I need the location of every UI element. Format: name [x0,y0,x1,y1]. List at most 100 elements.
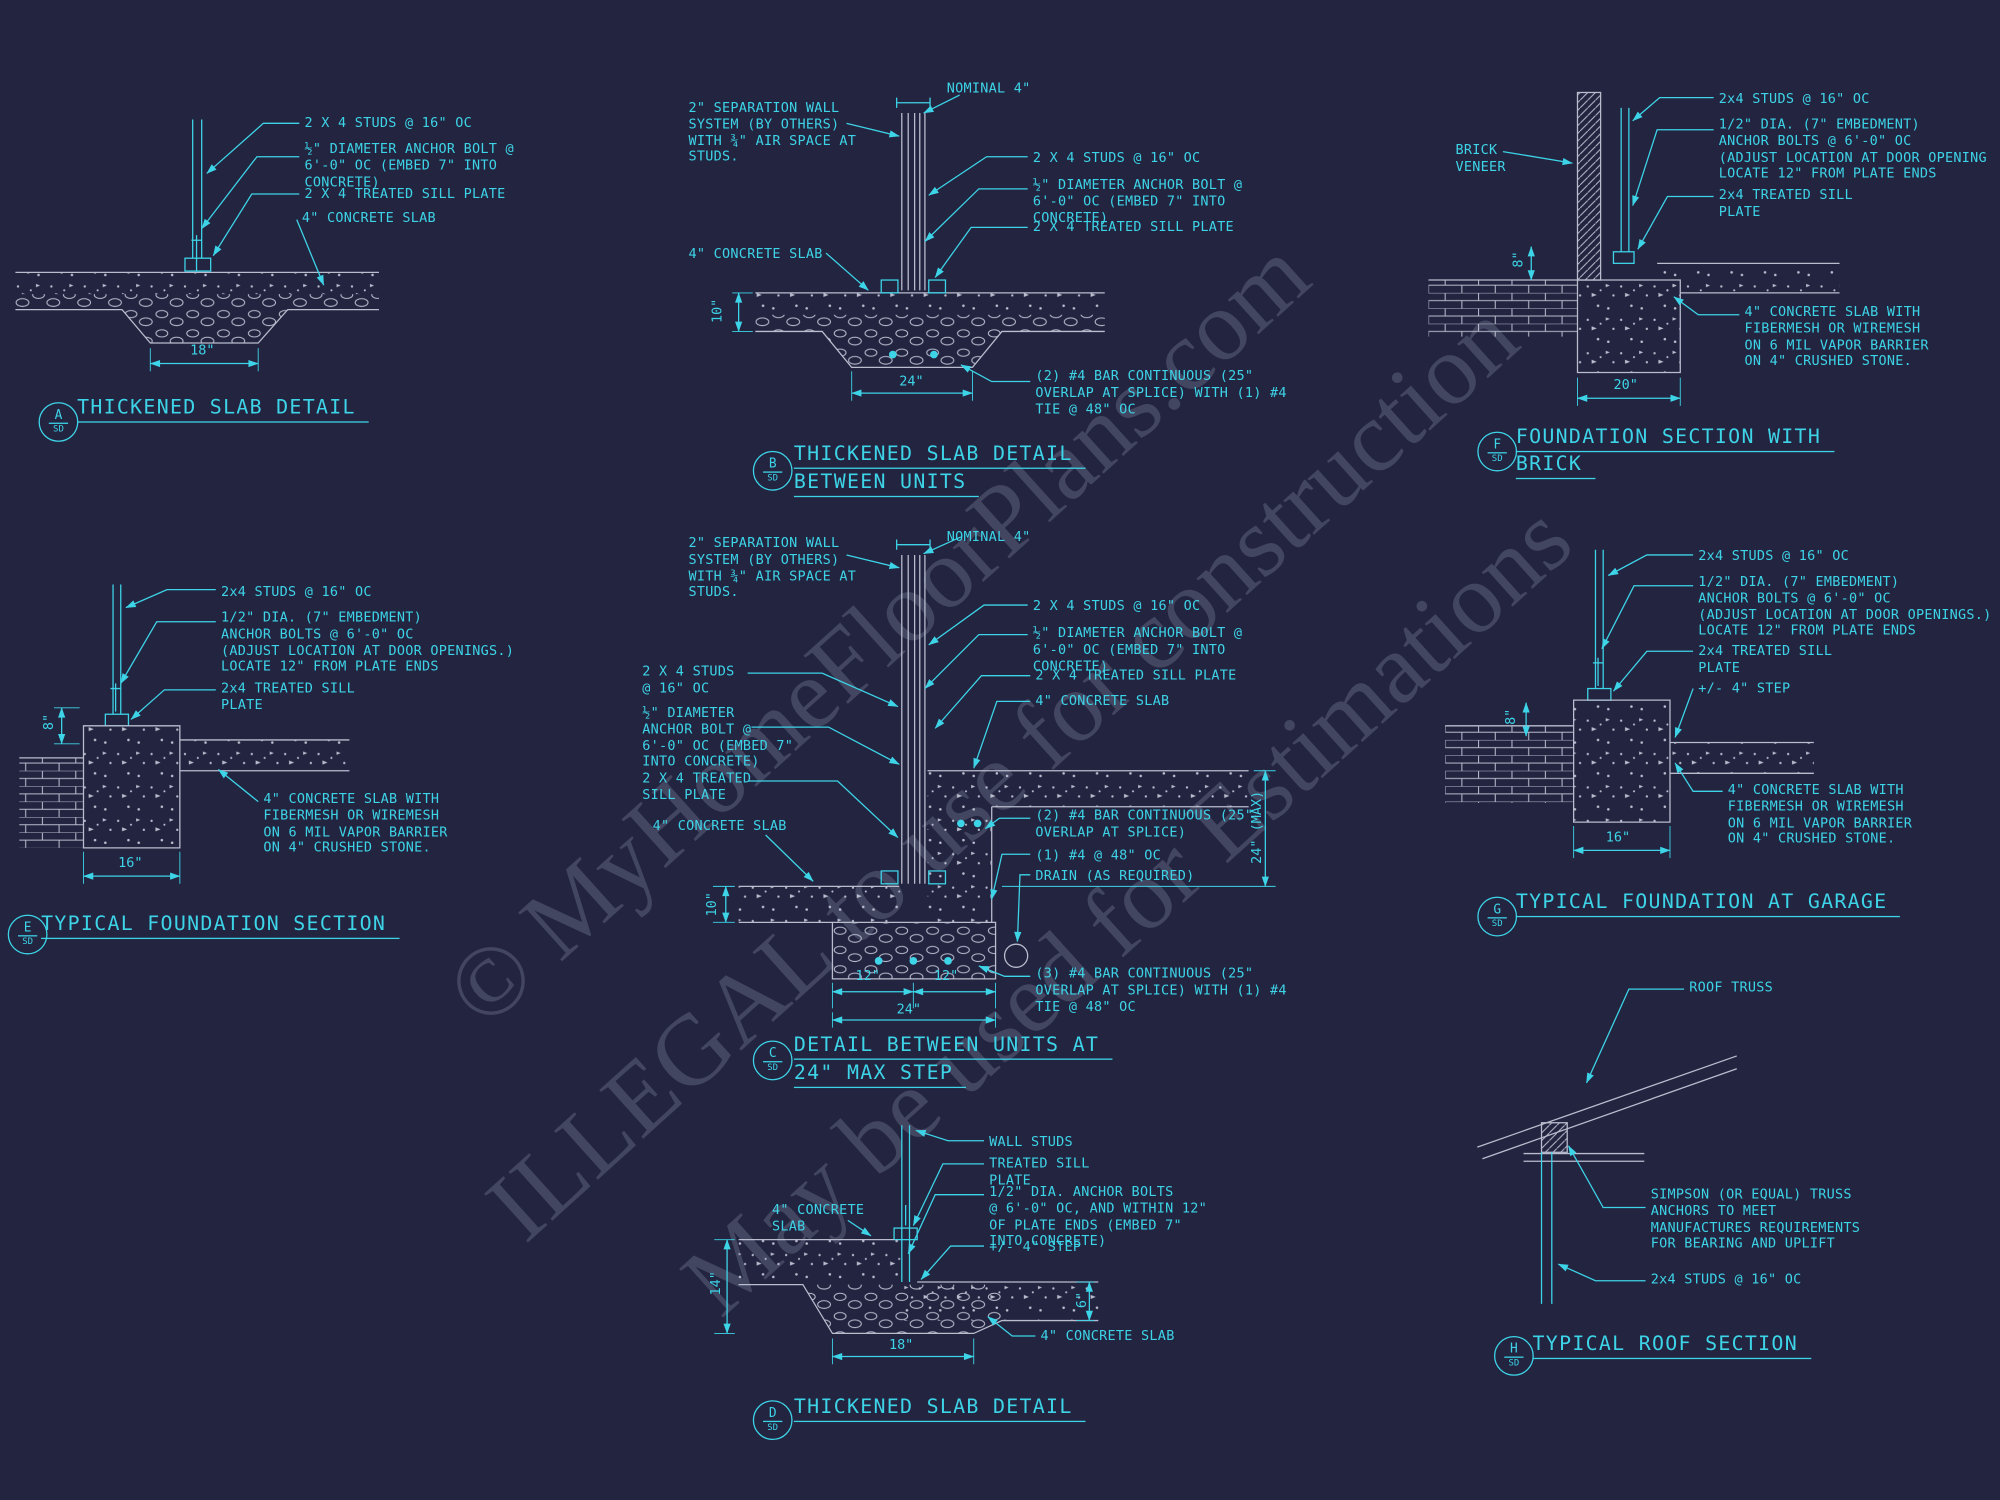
callout-f-brick-veneer: BRICK VENEER [1455,142,1506,175]
dim-f-width: 20" [1613,377,1638,394]
detail-g-badge-sub: SD [1491,918,1503,930]
callout-d-anchor-bolt: 1/2" DIA. ANCHOR BOLTS @ 6'-0" OC, AND W… [989,1184,1207,1250]
dim-g-width: 16" [1605,829,1631,846]
detail-c-badge-sub: SD [767,1062,779,1073]
callout-c-studs-right: 2 X 4 STUDS @ 16" OC [1032,598,1201,615]
detail-d-badge: D SD [752,1400,793,1441]
detail-d-title: THICKENED SLAB DETAIL [793,1395,1086,1423]
dim-c-width24: 24" [896,1001,922,1018]
detail-f-title-line1: FOUNDATION SECTION WITH [1515,425,1834,453]
callout-b-anchor-bolt: ½" DIAMETER ANCHOR BOLT @ 6'-0" OC (EMBE… [1032,177,1243,226]
detail-f-badge-letter: F [1488,438,1507,454]
callout-c-sill-plate-right: 2 X 4 TREATED SILL PLATE [1035,667,1237,684]
dim-c-step24: 24" (MAX) [1249,790,1265,864]
dim-c-width12b: 12" [933,968,959,985]
dim-e-depth: 8" [41,713,57,731]
callout-b-rebar: (2) #4 BAR CONTINUOUS (25" OVERLAP AT SP… [1035,368,1287,417]
detail-e-badge-letter: E [18,921,37,937]
detail-a-title: THICKENED SLAB DETAIL [77,396,369,423]
dim-c-depth10: 10" [704,892,720,917]
callout-e-sill-plate: 2x4 TREATED SILL PLATE [220,680,356,713]
callout-c-separation-wall: 2" SEPARATION WALL SYSTEM (BY OTHERS) WI… [688,535,857,601]
dim-a-width: 18" [190,342,215,359]
callout-c-studs-left: 2 X 4 STUDS @ 16" OC [642,664,735,696]
callout-a-studs: 2 X 4 STUDS @ 16" OC [304,115,473,132]
detail-g-drawing [1445,549,1814,859]
callout-c-slab-right: 4" CONCRETE SLAB [1035,693,1170,710]
callout-b-nominal: NOMINAL 4" [946,80,1031,97]
detail-f-drawing [1428,91,1840,406]
detail-b-badge-letter: B [763,457,782,473]
callout-b-separation-wall: 2" SEPARATION WALL SYSTEM (BY OTHERS) WI… [688,100,857,165]
callout-d-step: +/- 4" STEP [989,1239,1082,1256]
dim-e-width: 16" [118,855,143,871]
detail-b-badge: B SD [752,450,793,491]
detail-h-badge: H SD [1493,1335,1534,1376]
detail-b-title-line2: BETWEEN UNITS [793,470,980,498]
detail-b-drawing [732,94,1105,401]
callout-h-studs: 2x4 STUDS @ 16" OC [1650,1271,1802,1288]
dim-b-width: 24" [899,373,924,390]
callout-f-anchor-bolt: 1/2" DIA. (7" EMBEDMENT) ANCHOR BOLTS @ … [1718,116,1987,182]
dim-f-depth: 8" [1511,251,1527,268]
callout-c-anchor-bolt-right: ½" DIAMETER ANCHOR BOLT @ 6'-0" OC (EMBE… [1032,625,1243,674]
callout-b-studs: 2 X 4 STUDS @ 16" OC [1032,150,1201,166]
dim-d-width: 18" [888,1337,914,1353]
callout-d-slab-right: 4" CONCRETE SLAB [1040,1328,1175,1344]
callout-g-sill-plate: 2x4 TREATED SILL PLATE [1698,643,1833,676]
dim-d-depth6: 6" [1074,1291,1090,1309]
callout-f-sill-plate: 2x4 TREATED SILL PLATE [1718,187,1853,220]
detail-f-badge-sub: SD [1491,453,1503,465]
callout-h-truss-anchors: SIMPSON (OR EQUAL) TRUSS ANCHORS TO MEET… [1650,1186,1861,1252]
detail-e-badge: E SD [7,914,48,955]
detail-g-badge: G SD [1477,896,1518,937]
callout-e-slab: 4" CONCRETE SLAB WITH FIBERMESH OR WIREM… [263,791,448,857]
detail-b-badge-sub: SD [767,472,779,484]
callout-c-tie: (1) #4 @ 48" OC [1035,847,1162,864]
dim-d-depth14: 14" [708,1271,724,1296]
detail-h-badge-sub: SD [1508,1358,1520,1369]
callout-g-step: +/- 4" STEP [1698,680,1791,697]
detail-c-title-line2: 24" MAX STEP [793,1061,966,1089]
detail-a-badge-sub: SD [53,424,64,435]
detail-d-badge-sub: SD [767,1422,779,1433]
dim-g-depth: 8" [1503,708,1519,725]
callout-h-roof-truss: ROOF TRUSS [1689,980,1774,996]
callout-c-rebar2: (2) #4 BAR CONTINUOUS (25" OVERLAP AT SP… [1035,808,1254,840]
callout-c-rebar3: (3) #4 BAR CONTINUOUS (25" OVERLAP AT SP… [1035,966,1287,1015]
detail-a-drawing [15,119,379,372]
callout-g-slab: 4" CONCRETE SLAB WITH FIBERMESH OR WIREM… [1727,782,1913,848]
dim-c-width12a: 12" [855,968,880,985]
detail-h-title: TYPICAL ROOF SECTION [1532,1332,1811,1360]
detail-c-badge-letter: C [763,1047,782,1063]
detail-a-badge: A SD [38,402,79,442]
callout-b-slab: 4" CONCRETE SLAB [688,246,823,263]
dim-b-depth: 10" [709,298,726,324]
callout-e-studs: 2x4 STUDS @ 16" OC [220,584,372,600]
callout-c-slab-left: 4" CONCRETE SLAB [652,818,787,834]
detail-e-drawing [19,584,350,884]
callout-d-sill-plate: TREATED SILL PLATE [989,1156,1090,1188]
callout-c-drain: DRAIN (AS REQUIRED) [1035,868,1195,884]
callout-d-slab-left: 4" CONCRETE SLAB [772,1202,865,1235]
detail-d-drawing [714,1125,1099,1365]
callout-a-anchor-bolt: ½" DIAMETER ANCHOR BOLT @ 6'-0" OC (EMBE… [304,141,514,190]
detail-b-title-line1: THICKENED SLAB DETAIL [793,442,1086,469]
callout-a-slab: 4" CONCRETE SLAB [301,210,436,227]
detail-a-badge-letter: A [49,408,68,425]
detail-h-drawing [1477,988,1737,1304]
callout-b-sill-plate: 2 X 4 TREATED SILL PLATE [1032,219,1234,236]
detail-c-title-line1: DETAIL BETWEEN UNITS AT [793,1033,1113,1060]
detail-g-badge-letter: G [1488,903,1507,919]
callout-g-anchor-bolt: 1/2" DIA. (7" EMBEDMENT) ANCHOR BOLTS @ … [1698,574,1992,639]
callout-a-sill-plate: 2 X 4 TREATED SILL PLATE [304,186,506,202]
callout-c-nominal: NOMINAL 4" [946,529,1031,545]
detail-c-drawing [712,536,1276,1028]
callout-c-sill-plate-left: 2 X 4 TREATED SILL PLATE [642,770,752,803]
callout-c-anchor-bolt-left: ½" DIAMETER ANCHOR BOLT @ 6'-0" OC (EMBE… [642,705,794,770]
detail-c-badge: C SD [752,1040,793,1081]
callout-e-anchor-bolt: 1/2" DIA. (7" EMBEDMENT) ANCHOR BOLTS @ … [220,610,515,675]
